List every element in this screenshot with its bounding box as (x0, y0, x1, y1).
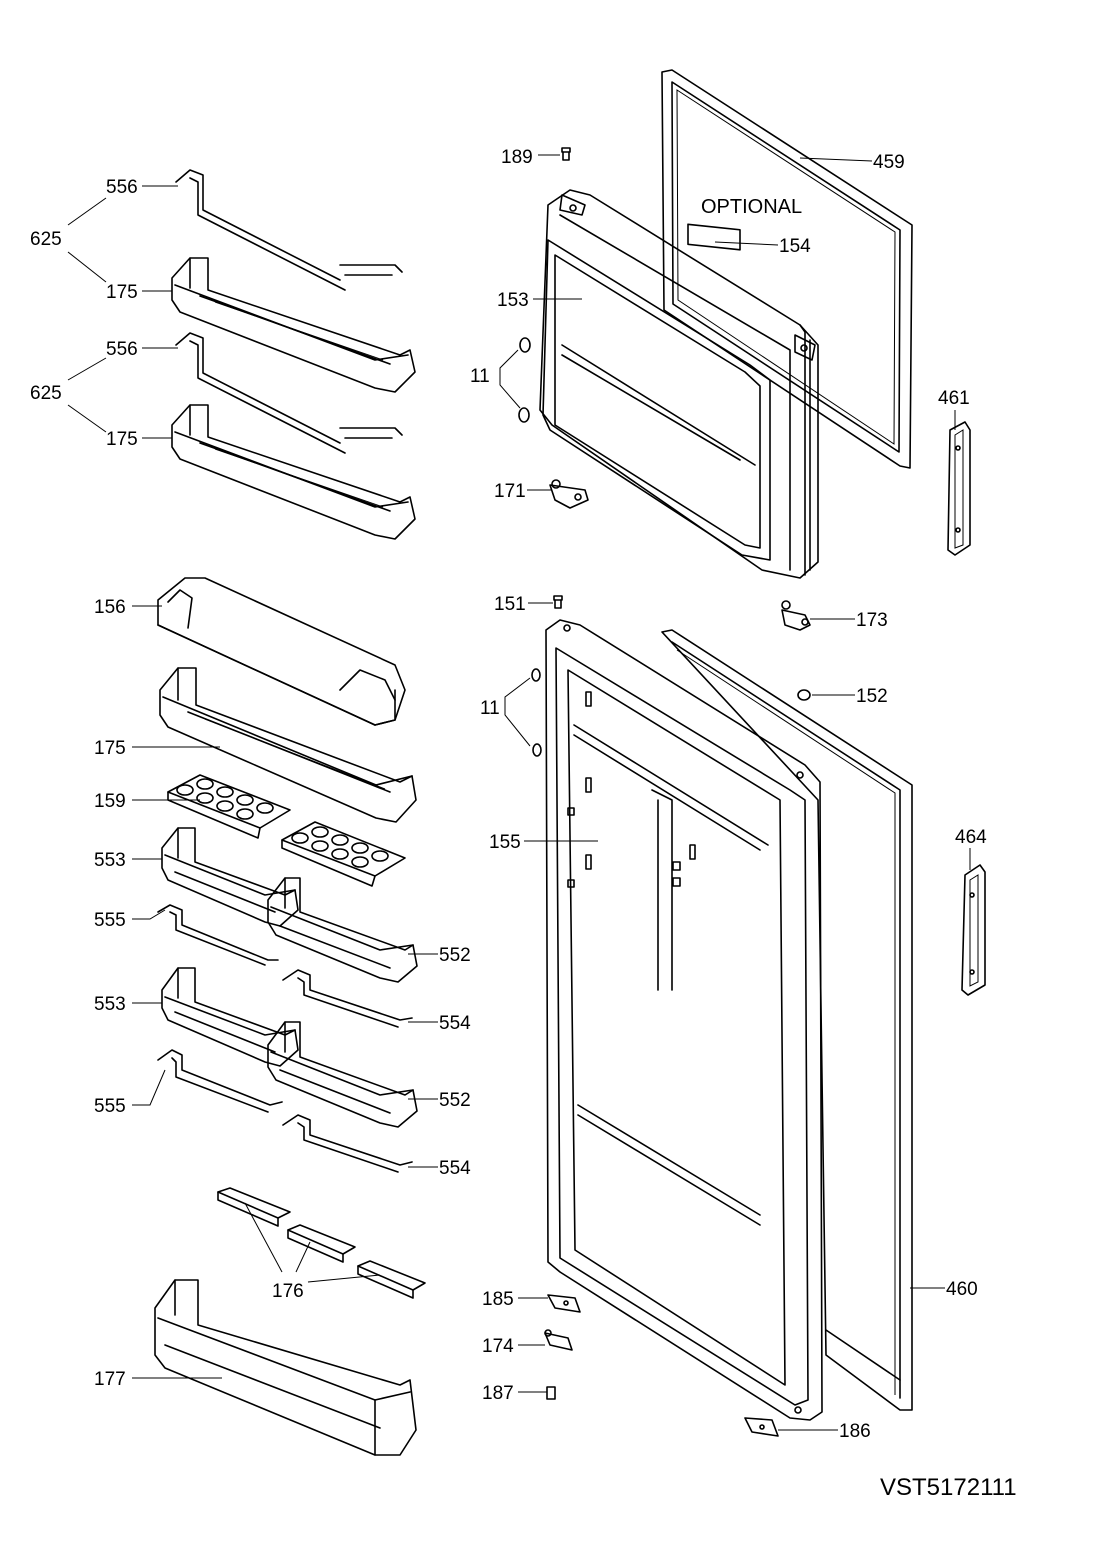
egg-tray-159-right (281, 821, 406, 887)
callout-labels: 189 459 OPTIONAL 154 153 11 461 171 151 … (30, 147, 1017, 1501)
bin-553-lower (161, 967, 299, 1067)
rail-555-lower (157, 1049, 283, 1113)
optional-note: OPTIONAL (701, 196, 802, 218)
bin-552-upper (267, 877, 418, 983)
callout-174: 174 (482, 1336, 514, 1357)
callout-185: 185 (482, 1289, 514, 1310)
bin-175-large (159, 667, 417, 823)
screw-189 (561, 147, 571, 161)
callout-556-mid: 556 (106, 339, 138, 360)
callout-155: 155 (489, 832, 521, 853)
callout-159: 159 (94, 791, 126, 812)
fridge-door-gasket (661, 629, 913, 1411)
callout-189: 189 (501, 147, 533, 168)
plug-152 (797, 689, 811, 701)
rail-554-lower (282, 1114, 413, 1173)
handle-461 (947, 421, 971, 556)
callout-171: 171 (494, 481, 526, 502)
callout-554-upper: 554 (439, 1013, 471, 1034)
freezer-door-gasket (661, 69, 913, 469)
callout-553-lower: 553 (94, 994, 126, 1015)
hinge-171 (549, 479, 589, 509)
callout-464: 464 (955, 827, 987, 848)
rail-556-mid (175, 332, 403, 454)
rail-556-top (175, 169, 403, 291)
callout-554-lower: 554 (439, 1158, 471, 1179)
bin-552-lower (267, 1021, 418, 1128)
bin-175-mid (171, 404, 416, 540)
callout-625-top: 625 (30, 229, 62, 250)
callout-553-upper: 553 (94, 850, 126, 871)
callout-461: 461 (938, 388, 970, 409)
callout-552-upper: 552 (439, 945, 471, 966)
callout-555-upper: 555 (94, 910, 126, 931)
callout-460: 460 (946, 1279, 978, 1300)
callout-151: 151 (494, 594, 526, 615)
callout-177: 177 (94, 1369, 126, 1390)
cover-156 (157, 577, 406, 726)
callout-176: 176 (272, 1281, 304, 1302)
callout-555-lower: 555 (94, 1096, 126, 1117)
callout-175-top: 175 (106, 282, 138, 303)
callout-152: 152 (856, 686, 888, 707)
bin-177 (154, 1279, 417, 1456)
hinge-173 (781, 600, 811, 631)
screw-151 (553, 595, 563, 609)
callout-625-mid: 625 (30, 383, 62, 404)
callout-186: 186 (839, 1421, 871, 1442)
freezer-door (539, 189, 819, 579)
fridge-door (545, 619, 823, 1421)
dividers-176 (217, 1187, 426, 1299)
callout-11-lower: 11 (480, 698, 500, 719)
plugs-11-lower (531, 668, 542, 757)
callout-153: 153 (497, 290, 529, 311)
handle-464 (961, 864, 986, 996)
optional-label-plate (687, 223, 741, 251)
callout-552-lower: 552 (439, 1090, 471, 1111)
callout-175-large: 175 (94, 738, 126, 759)
callout-175-mid: 175 (106, 429, 138, 450)
callout-459: 459 (873, 152, 905, 173)
plugs-11-upper (518, 337, 531, 423)
rail-554-upper (282, 969, 413, 1028)
bin-175-top (171, 257, 416, 393)
callout-173: 173 (856, 610, 888, 631)
callout-154: 154 (779, 236, 811, 257)
egg-tray-159-left (167, 774, 291, 839)
callout-556-top: 556 (106, 177, 138, 198)
callout-187: 187 (482, 1383, 514, 1404)
rail-555-upper (157, 904, 279, 966)
callout-11-upper: 11 (470, 366, 490, 387)
drawing-code: VST5172111 (880, 1474, 1017, 1501)
hinge-parts-bottom (544, 1294, 779, 1437)
callout-156: 156 (94, 597, 126, 618)
leader-lines (67, 154, 971, 1431)
